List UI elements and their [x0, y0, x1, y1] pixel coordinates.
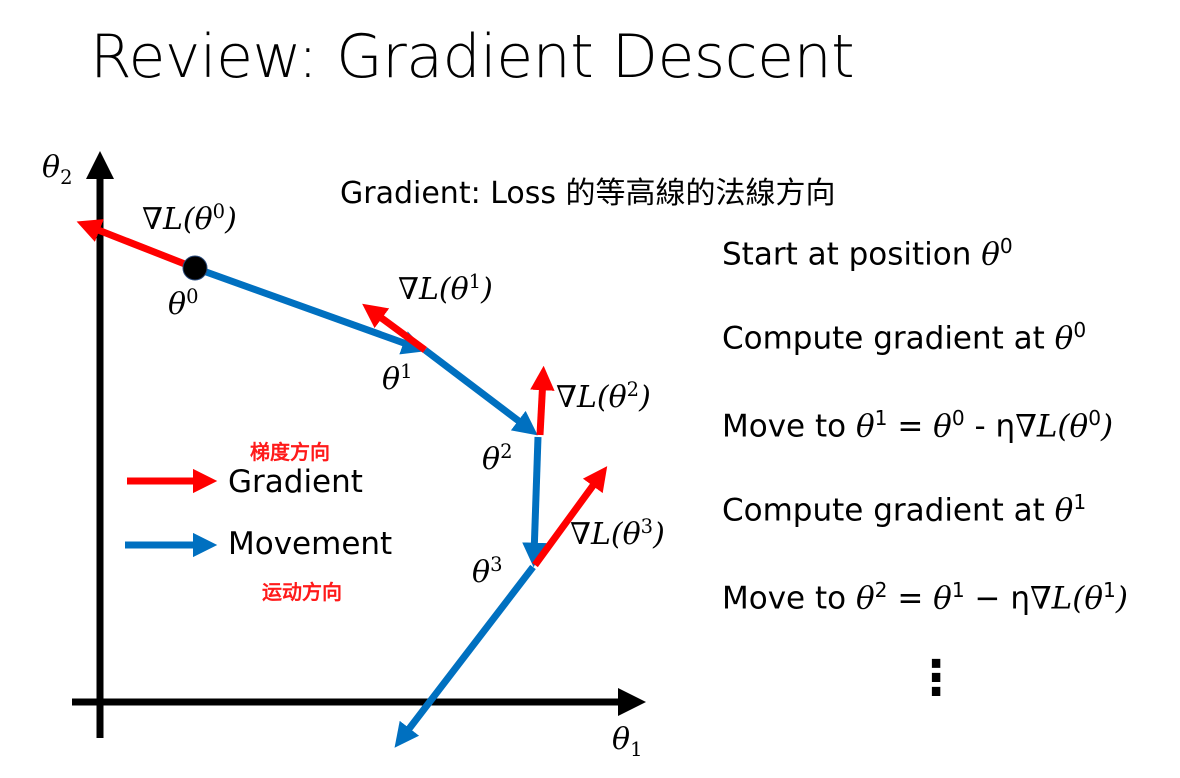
legend-movement: Movement [228, 526, 393, 562]
movement-arrow-3 [394, 564, 536, 748]
gradient-arrow-3 [532, 466, 608, 568]
movement-arrow-1 [422, 347, 538, 436]
step-3: Move to θ1 = θ0 - η∇L(θ0) [722, 406, 1114, 445]
step-4: Compute gradient at θ1 [722, 490, 1087, 529]
grad-label-1: ∇L(θ1) [398, 270, 493, 307]
theta2-label: θ2 [482, 440, 513, 477]
step-1: Start at position θ0 [722, 234, 1013, 273]
ellipsis: ⋮ [912, 650, 960, 706]
y-axis-label: θ2 [42, 150, 73, 189]
x-axis-label: θ1 [612, 722, 643, 761]
movement-arrow-2 [522, 436, 547, 568]
slide-title: Review: Gradient Descent [90, 22, 855, 92]
legend-gradient-cn: 梯度方向 [250, 440, 330, 464]
grad-label-3: ∇L(θ3) [570, 515, 665, 552]
subtitle: Gradient: Loss 的等高線的法線方向 [340, 176, 836, 211]
theta0-label: θ0 [168, 285, 199, 322]
theta1-label: θ1 [382, 360, 413, 397]
legend-movement-cn: 运动方向 [262, 580, 342, 604]
gradient-arrow-0 [76, 219, 197, 272]
legend-gradient: Gradient [228, 464, 363, 500]
gradient-arrow-1 [362, 303, 428, 353]
step-2: Compute gradient at θ0 [722, 318, 1087, 357]
gradient-arrow-2 [530, 365, 555, 436]
grad-label-0: ∇L(θ0) [142, 200, 237, 237]
start-point [182, 255, 208, 281]
theta3-label: θ3 [472, 553, 503, 590]
step-5: Move to θ2 = θ1 − η∇L(θ1) [722, 578, 1128, 617]
grad-label-2: ∇L(θ2) [556, 378, 651, 415]
movement-arrow-0 [193, 264, 427, 355]
